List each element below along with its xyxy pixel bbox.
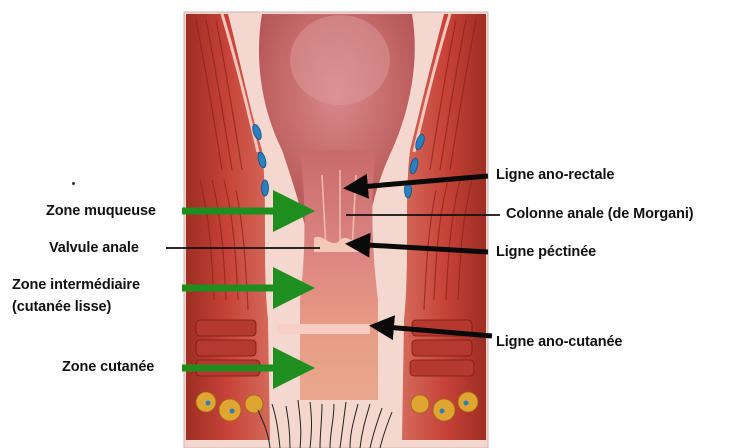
label-zone-cutanee: Zone cutanée xyxy=(62,358,154,376)
label-zone-intermediaire-line2: (cutanée lisse) xyxy=(12,298,187,316)
label-zone-intermediaire: Zone intermédiaire (cutanée lisse) xyxy=(12,276,187,316)
label-ligne-pectinee: Ligne péctinée xyxy=(496,243,596,261)
label-zone-muqueuse: Zone muqueuse xyxy=(46,202,156,220)
label-zone-intermediaire-line1: Zone intermédiaire xyxy=(12,276,187,294)
label-colonne-anale: Colonne anale (de Morgani) xyxy=(506,205,694,223)
stray-dot xyxy=(72,182,75,185)
arrow-ligne-ano-cutanee xyxy=(374,326,492,336)
label-valvule-anale: Valvule anale xyxy=(49,239,139,257)
label-ligne-ano-cutanee: Ligne ano-cutanée xyxy=(496,333,622,351)
arrow-ligne-pectinee xyxy=(350,244,488,252)
arrow-ligne-ano-rectale xyxy=(348,176,488,188)
label-ligne-ano-rectale: Ligne ano-rectale xyxy=(496,166,614,184)
